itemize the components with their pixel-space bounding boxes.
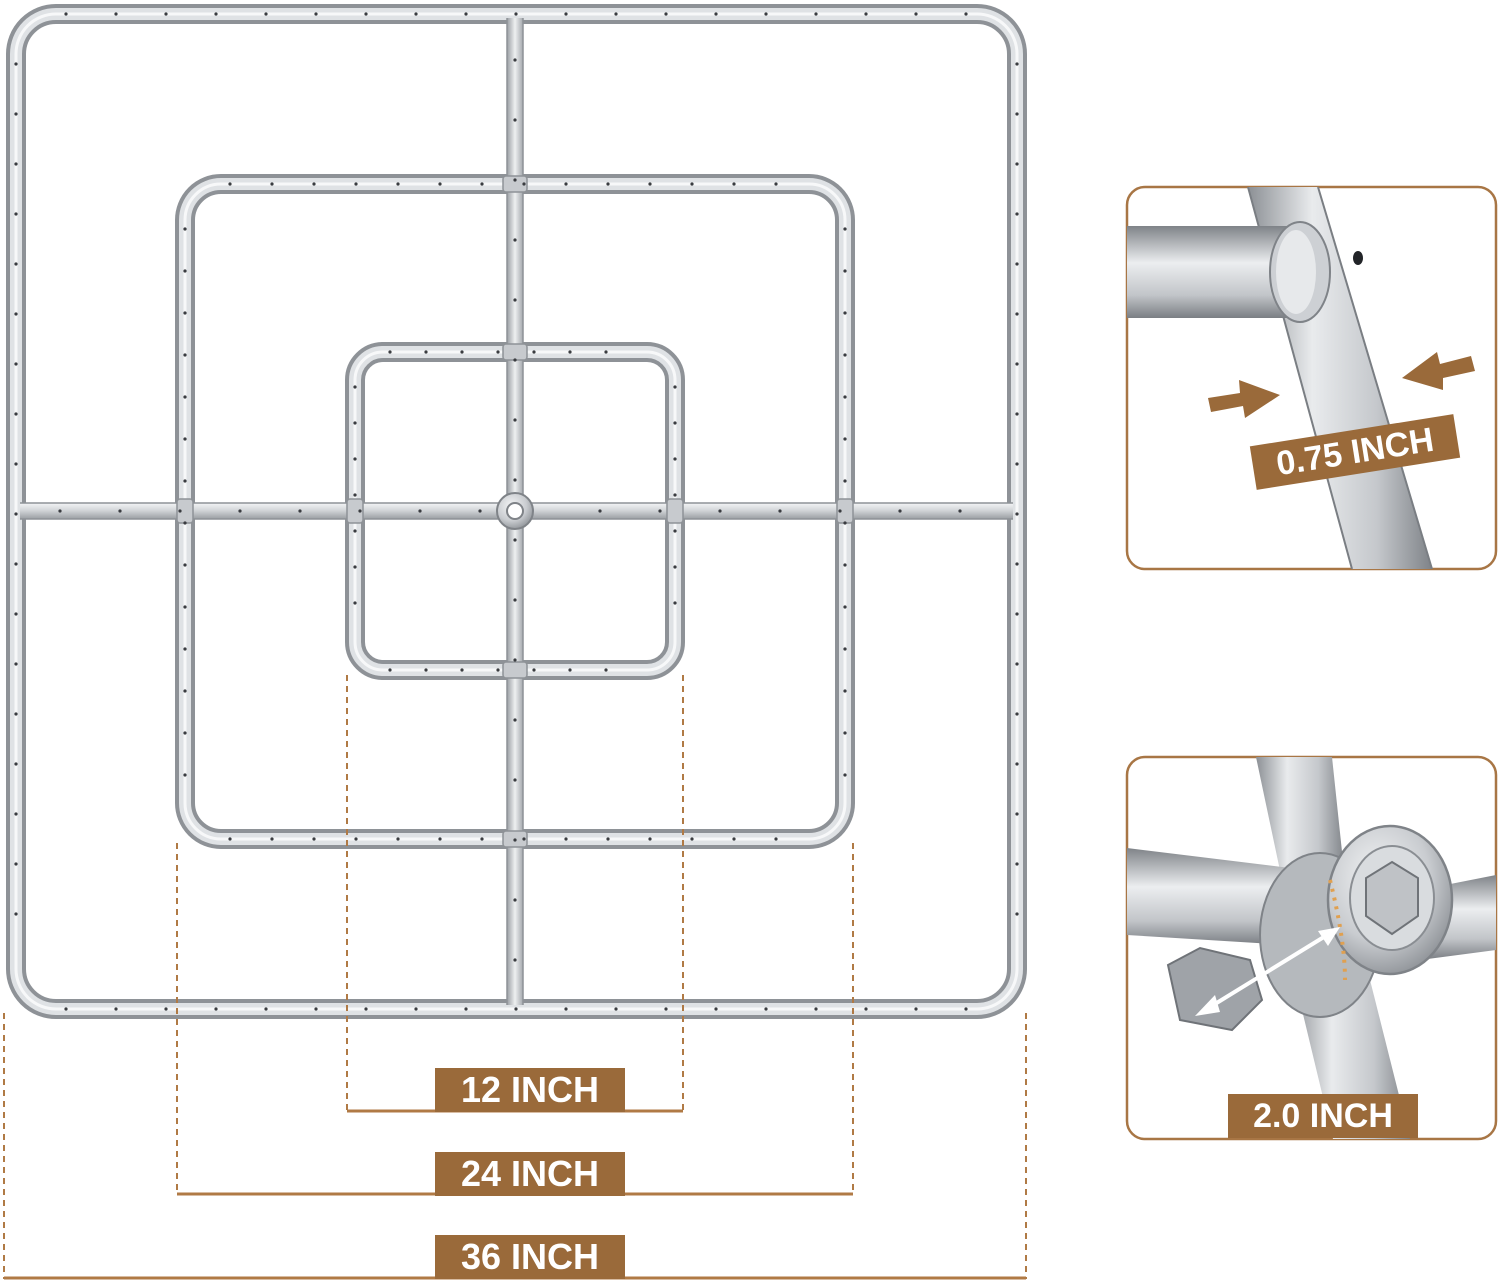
dimension-label-24-inch: 24 INCH xyxy=(435,1152,625,1196)
burner-port-holes xyxy=(14,12,1019,1011)
arrow-left-icon xyxy=(1208,380,1280,418)
inlet-size-label: 2.0 INCH xyxy=(1228,1094,1418,1138)
arrow-right-icon xyxy=(1402,352,1475,390)
inlet-size-detail xyxy=(1125,755,1498,1141)
dimension-label-36-inch: 36 INCH xyxy=(435,1235,625,1279)
dimension-label-12-inch: 12 INCH xyxy=(435,1068,625,1112)
hex-socket-icon xyxy=(1365,860,1419,936)
double-arrow-icon xyxy=(1195,927,1340,1016)
pipe-diameter-detail xyxy=(1125,185,1498,571)
square-burner xyxy=(6,4,1027,1019)
